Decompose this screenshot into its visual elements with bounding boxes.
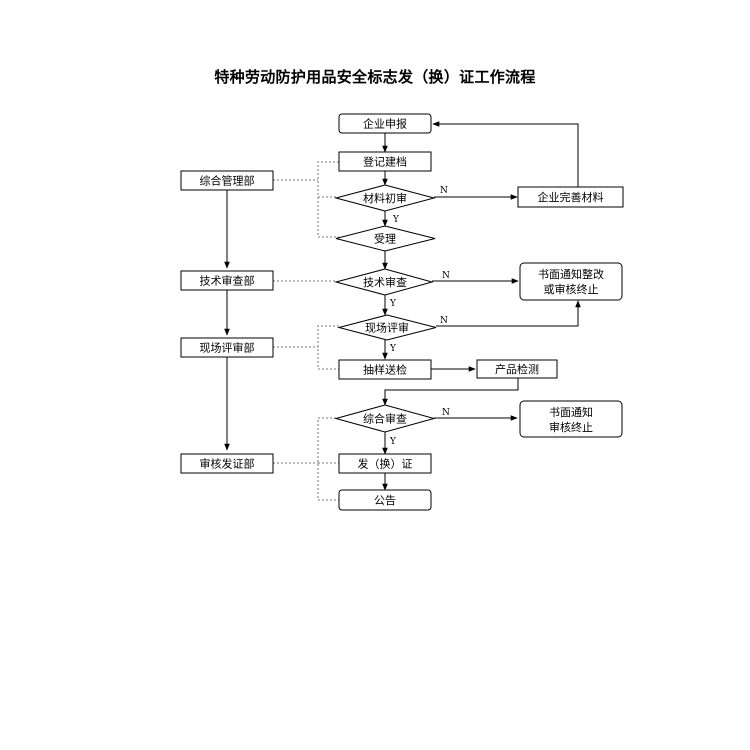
- step-qiye-wanshan-cailiao: 企业完善材料: [517, 186, 624, 208]
- step-shumian-tongzhi-line2: 或审核终止: [544, 282, 599, 296]
- label-yes-cailiao: Y: [392, 215, 400, 225]
- label-no-jishu: N: [442, 271, 450, 281]
- decision-cailiao-chushen-label: 材料初审: [363, 191, 407, 205]
- step-fa-huan-zheng-label: 发（换）证: [358, 457, 413, 471]
- dept-xianchang-label: 现场评审部: [200, 341, 255, 355]
- decision-xianchang-pingshen-label: 现场评审: [365, 321, 409, 335]
- page-title: 特种劳动防护用品安全标志发（换）证工作流程: [214, 68, 536, 86]
- step-qiye-shenbao: 企业申报: [338, 113, 432, 134]
- decision-shouli-label: 受理: [374, 233, 396, 246]
- step-shumian-tongzhi-line1: 书面通知整改: [538, 267, 604, 281]
- dept-jishu-shencha: 技术审查部: [180, 270, 274, 291]
- step-chouyang-songjian: 抽样送检: [338, 359, 432, 380]
- step-fa-huan-zheng: 发（换）证: [338, 453, 432, 474]
- step-shenhe-zhongzhi-label: 审核终止: [549, 420, 593, 434]
- label-no-zonghe: N: [442, 408, 450, 418]
- step-qiye-shenbao-label: 企业申报: [363, 117, 407, 131]
- label-no-xianchang: N: [440, 316, 448, 326]
- step-gonggao-label: 公告: [374, 494, 396, 507]
- step-gonggao: 公告: [338, 489, 432, 511]
- label-no-cailiao: N: [440, 186, 448, 196]
- dept-jishu-label: 技术审查部: [200, 274, 255, 288]
- dept-zonghe-guanli: 综合管理部: [180, 170, 274, 191]
- department-brackets: [273, 161, 339, 501]
- step-chanpin-jiance-label: 产品检测: [495, 362, 539, 376]
- step-shumian-tongzhi-zhenggai: 书面通知整改 或审核终止: [519, 262, 623, 301]
- label-yes-zonghe: Y: [389, 437, 397, 447]
- decision-xianchang-pingshen: 现场评审: [337, 314, 437, 341]
- decision-jishu-shencha: 技术审查: [334, 268, 434, 296]
- step-chouyang-songjian-label: 抽样送检: [363, 363, 407, 377]
- dept-shenhe-label: 审核发证部: [200, 457, 255, 471]
- step-chanpin-jiance: 产品检测: [476, 359, 558, 379]
- decision-zonghe-shencha-label: 综合审查: [363, 412, 407, 426]
- dept-zonghe-label: 综合管理部: [200, 174, 255, 188]
- step-shumian-tongzhi-zhongzhi: 书面通知 审核终止: [519, 400, 623, 438]
- dept-shenhe-fazheng: 审核发证部: [180, 453, 274, 474]
- decision-zonghe-shencha: 综合审查: [334, 404, 436, 433]
- step-shumian-tongzhi-label: 书面通知: [549, 405, 593, 419]
- label-yes-xianchang: Y: [389, 344, 397, 354]
- decision-jishu-shencha-label: 技术审查: [363, 275, 407, 289]
- step-dengji-jiandang: 登记建档: [338, 151, 432, 172]
- step-qiye-wanshan-label: 企业完善材料: [538, 190, 604, 204]
- label-yes-jishu: Y: [389, 299, 397, 309]
- dept-xianchang-pingshen: 现场评审部: [180, 337, 274, 358]
- decision-shouli: 受理: [335, 225, 436, 252]
- step-dengji-jiandang-label: 登记建档: [363, 155, 407, 169]
- connector-lines: [224, 121, 581, 491]
- decision-cailiao-chushen: 材料初审: [334, 184, 436, 212]
